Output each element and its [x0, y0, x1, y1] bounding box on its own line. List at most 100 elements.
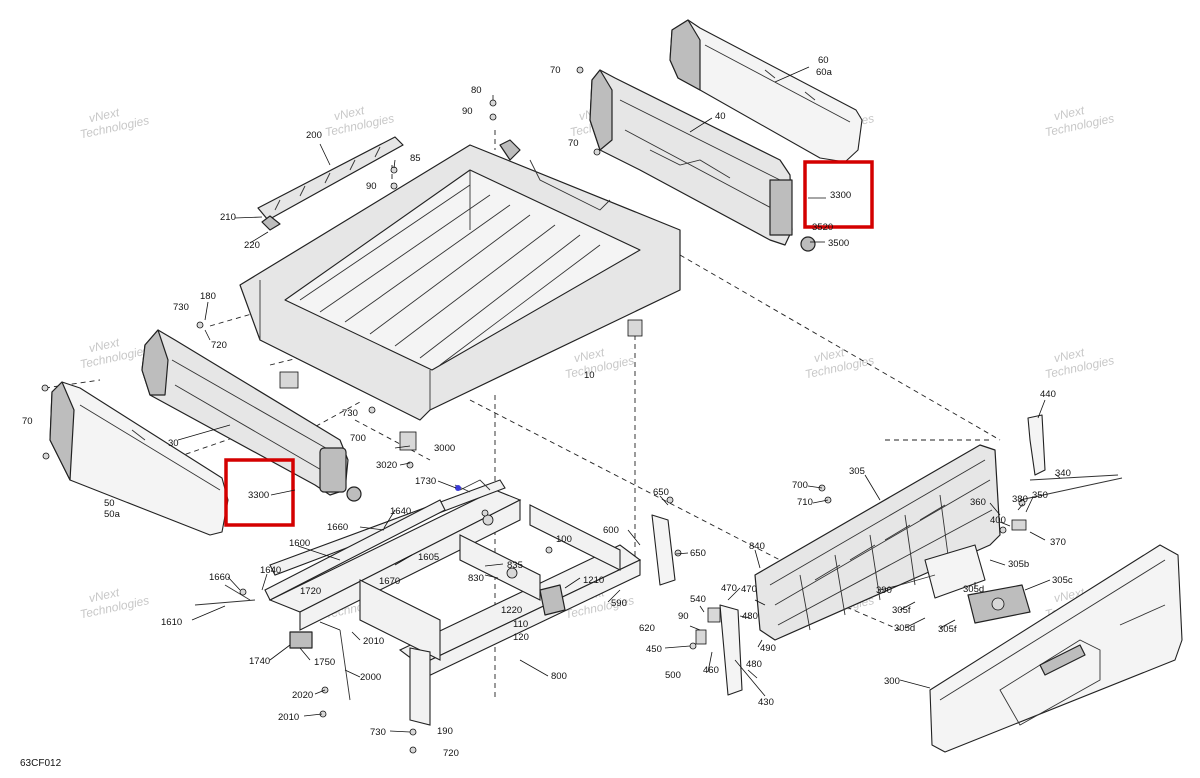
part-label: 30	[168, 438, 179, 449]
part-label: 60a	[816, 67, 833, 78]
part-label: 2000	[360, 672, 381, 683]
part-label: 1670	[379, 576, 400, 587]
part-label: 1660	[327, 522, 348, 533]
part-label: 1660	[209, 572, 230, 583]
part-label: 1730	[415, 476, 436, 487]
part-label: 1640	[260, 565, 281, 576]
part-label: 840	[749, 541, 765, 552]
watermark-text: vNext	[1053, 103, 1087, 123]
highlight-callout-upper[interactable]: 3300	[803, 160, 874, 229]
part-label: 1605	[418, 552, 439, 563]
part-label: 540	[690, 594, 706, 605]
part-label: 430	[758, 697, 774, 708]
part-label: 60	[818, 55, 829, 66]
part-label: 370	[1050, 537, 1066, 548]
part-label: 305f	[892, 605, 911, 616]
part-label: 10	[584, 370, 595, 381]
part-label: 210	[220, 212, 236, 223]
part-label: 305d	[963, 584, 984, 595]
part-label: 590	[611, 598, 627, 609]
part-label: 80	[471, 85, 482, 96]
part-label: 300	[884, 676, 900, 687]
part-label: 480	[746, 659, 762, 670]
hardware	[41, 66, 1026, 754]
highlight-callout-lower[interactable]: 3300	[224, 458, 296, 527]
part-label: 340	[1055, 468, 1071, 479]
part-label: 830	[468, 573, 484, 584]
part-label: 470	[741, 584, 757, 595]
tailgate-outer-300	[929, 544, 1183, 753]
part-label: 180	[200, 291, 216, 302]
watermark-text: vNext	[88, 335, 122, 355]
leader-lines	[177, 66, 1061, 733]
part-label: 470	[721, 583, 737, 594]
callout-label: 3300	[830, 190, 851, 201]
side-panel-40	[589, 69, 816, 252]
part-label: 650	[690, 548, 706, 559]
part-label: 1600	[289, 538, 310, 549]
part-label: 190	[437, 726, 453, 737]
part-label: 650	[653, 487, 669, 498]
watermark-text: vNext	[1053, 345, 1087, 365]
part-label: 90	[462, 106, 473, 117]
part-label: 360	[970, 497, 986, 508]
part-label: 600	[603, 525, 619, 536]
handle-305c	[967, 584, 1031, 624]
latch-305b	[899, 544, 986, 599]
lever-440	[1011, 414, 1123, 531]
part-label: 380	[1012, 494, 1028, 505]
part-label: 1640	[390, 506, 411, 517]
side-panel-60	[669, 19, 863, 163]
part-label: 3520	[812, 222, 833, 233]
callout-label: 3300	[248, 490, 269, 501]
rail-200	[257, 136, 404, 231]
part-label: 1610	[161, 617, 182, 628]
part-label: 85	[410, 153, 421, 164]
part-label: 1750	[314, 657, 335, 668]
part-label: 1740	[249, 656, 270, 667]
part-label: 110	[513, 619, 528, 630]
part-label: 305d	[894, 623, 915, 634]
part-label: 720	[443, 748, 459, 759]
part-label: 710	[797, 497, 813, 508]
watermark-text: vNext	[88, 585, 122, 605]
part-label: 1220	[501, 605, 522, 616]
part-label: 40	[715, 111, 726, 122]
cargo-box	[239, 139, 681, 451]
part-label: 460	[703, 665, 719, 676]
part-label: 2010	[363, 636, 384, 647]
part-label: 220	[244, 240, 260, 251]
watermark-text: vNext	[88, 105, 122, 125]
tailgate-inner-305	[754, 444, 1001, 641]
part-label: 700	[350, 433, 366, 444]
part-label: 305c	[1052, 575, 1073, 586]
part-label: 730	[342, 408, 358, 419]
part-label: 730	[370, 727, 386, 738]
part-label: 350	[1032, 490, 1048, 501]
diagram-code: 63CF012	[20, 758, 62, 769]
part-label: 440	[1040, 389, 1056, 400]
part-label: 490	[760, 643, 776, 654]
part-label: 1720	[300, 586, 321, 597]
part-label: 400	[990, 515, 1006, 526]
part-label: 835	[507, 560, 523, 571]
part-label: 70	[568, 138, 579, 149]
part-label: 90	[366, 181, 377, 192]
part-label: 390	[876, 585, 892, 596]
part-label: 120	[513, 632, 529, 643]
side-panel-30	[141, 329, 362, 502]
part-label: 3020	[376, 460, 397, 471]
part-label: 3500	[828, 238, 849, 249]
part-label: 800	[551, 671, 567, 682]
part-labels: 60 60a 70 40 70 3520 3500 80 90 200 85 9…	[22, 55, 1073, 759]
watermark-text: vNext	[813, 345, 847, 365]
part-label: 730	[173, 302, 189, 313]
part-label: 2010	[278, 712, 299, 723]
part-label: 50	[104, 498, 115, 509]
part-label: 90	[678, 611, 689, 622]
part-label: 3000	[434, 443, 455, 454]
part-label: 70	[22, 416, 33, 427]
watermark-text: vNext	[573, 345, 607, 365]
bracket-600	[651, 514, 743, 696]
